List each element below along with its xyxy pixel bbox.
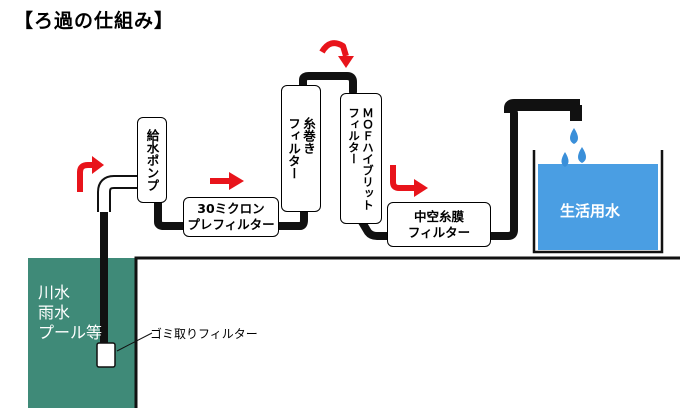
arrow-right-head [229,172,244,190]
arrow-curve-head [338,56,354,68]
tank-outline [532,150,664,254]
pipe-micron-to-thread [274,201,308,230]
micron-filter-label: 30ミクロン プレフィルター [187,201,275,232]
mof-filter-label: ＭＯＦハイブリット フィルター [347,106,375,211]
hollow-fiber-filter-label: 中空糸膜 フィルター [407,208,471,240]
source-label: 川水 雨水 プール等 [38,283,103,342]
arrow-down-right-head [414,179,428,197]
dust-filter-leader [116,332,153,352]
arrow-up-right-head [92,156,104,174]
pipe-mof-to-hollow [358,218,392,240]
river-source-area [28,258,136,408]
water-body [538,164,658,250]
faucet-spout [570,105,582,121]
thread-filter-box: 糸巻き フィルター [281,85,321,212]
arrow-up-right-icon [77,162,92,192]
diagram-title: 【ろ過の仕組み】 [14,10,175,32]
micron-filter-box: 30ミクロン プレフィルター [183,197,279,237]
arrow-curve-icon [319,40,349,57]
thread-filter-label: 糸巻き フィルター [286,117,316,180]
intake-elbow-inner [99,177,140,212]
ground-line [134,256,680,408]
pipe-pump-to-micron [154,196,190,230]
pump-box: 給水ポンプ [137,117,167,203]
output-label: 生活用水 [560,202,621,220]
pipe-network [100,72,518,349]
dust-filter-body [96,342,116,368]
dust-filter-label: ゴミ取りフィルター [150,327,258,341]
water-drop-icon [570,128,578,144]
mof-filter-box: ＭＯＦハイブリット フィルター [340,93,382,224]
arrow-down-right-icon [390,165,414,191]
water-drop-icon [561,152,569,167]
pump-label: 給水ポンプ [144,128,160,192]
faucet [504,99,580,113]
hollow-fiber-filter-box: 中空糸膜 フィルター [387,202,491,247]
pipe-thread-to-mof [299,72,357,96]
water-drop-icon [578,147,586,163]
pipe-hollow-to-faucet [486,109,518,240]
